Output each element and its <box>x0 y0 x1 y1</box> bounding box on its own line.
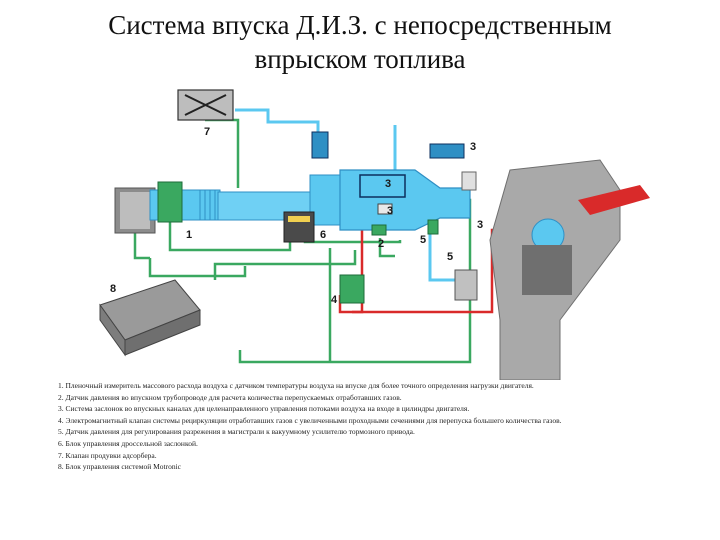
legend-item-2: 2. Датчик давления во впускном трубопров… <box>58 392 402 402</box>
pressure-sensor-2 <box>371 224 387 236</box>
purge-pipe <box>235 108 320 132</box>
label-5-right: 5 <box>447 251 453 263</box>
callout-labels: 1 2 3 3 3 3 4 5 5 6 7 8 <box>110 126 483 306</box>
legend-item-4: 4. Электромагнитный клапан системы рецир… <box>58 415 562 425</box>
legend-item-3: 3. Система заслонок во впускных каналах … <box>58 404 470 414</box>
label-8: 8 <box>110 283 116 295</box>
brake-vacuum-pipe <box>393 125 455 282</box>
label-3-port: 3 <box>477 219 483 231</box>
legend-list: 1. Пленочный измеритель массового расход… <box>58 380 578 473</box>
label-4: 4 <box>331 294 338 306</box>
air-mass-meter-1 <box>157 181 183 223</box>
throttle-body-6 <box>283 211 315 243</box>
label-2: 2 <box>378 238 384 250</box>
egr-valve-4 <box>339 274 365 304</box>
label-3-manifold: 3 <box>385 178 391 190</box>
label-7: 7 <box>204 126 210 138</box>
motronic-ecu-8 <box>99 279 201 357</box>
page-title: Система впуска Д.И.З. с непосредственным… <box>0 8 720 76</box>
air-filter <box>114 187 156 234</box>
intake-system-diagram: 1 2 3 3 3 3 4 5 5 6 7 8 <box>99 89 650 380</box>
label-1: 1 <box>186 229 192 241</box>
title-line-2: впрыском топлива <box>254 44 466 74</box>
legend-item-1: 1. Пленочный измеритель массового расход… <box>58 381 534 390</box>
title-line-1: Система впуска Д.И.З. с непосредственным <box>108 10 612 40</box>
label-3-flap: 3 <box>387 205 393 217</box>
legend-item-6: 6. Блок управления дроссельной заслонкой… <box>58 438 198 448</box>
brake-pressure-sensor-5 <box>427 219 478 301</box>
label-5-left: 5 <box>420 234 426 246</box>
purge-solenoid <box>311 131 329 159</box>
label-3-injector: 3 <box>470 141 476 153</box>
purge-valve-7 <box>177 89 234 121</box>
legend-item-5: 5. Датчик давления для регулирования раз… <box>58 427 415 437</box>
legend-item-8: 8. Блок управления системой Motronic <box>58 462 182 472</box>
engine-block <box>489 159 650 380</box>
legend-item-7: 7. Клапан продувки адсорбера. <box>58 450 157 460</box>
injector-3 <box>429 143 477 191</box>
label-6: 6 <box>320 229 326 241</box>
intake-manifold <box>339 169 471 231</box>
